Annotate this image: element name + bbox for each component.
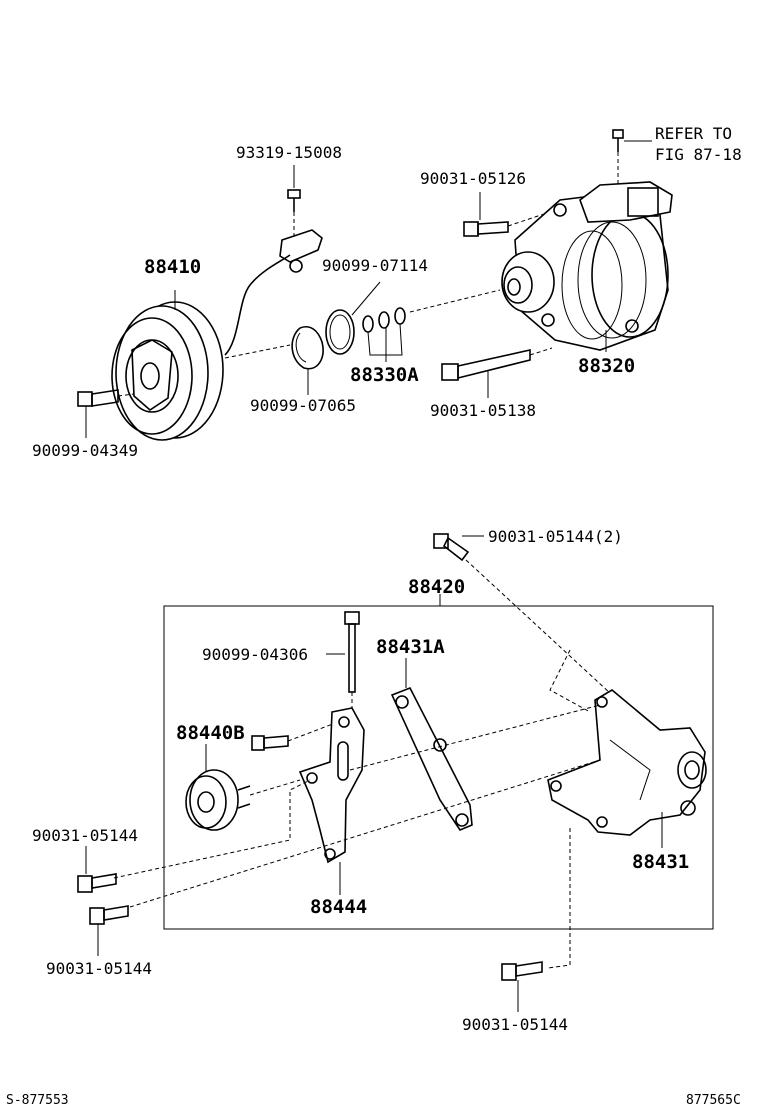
label-90031-05144-bottom: 90031-05144 — [462, 1015, 568, 1034]
bolt-93319-icon — [287, 165, 301, 212]
label-refer-to: REFER TO — [655, 124, 732, 143]
footer-left-code: S-877553 — [6, 1093, 69, 1108]
label-90099-07114: 90099-07114 — [322, 256, 428, 275]
compressor-bracket-88431-icon — [547, 689, 707, 848]
label-88410: 88410 — [144, 256, 201, 278]
bracket-assembly-frame — [163, 605, 714, 930]
label-fig-ref: FIG 87-18 — [655, 145, 742, 164]
bolt-90031-05144-left-b-icon — [89, 905, 129, 956]
label-90099-07065: 90099-07065 — [250, 396, 356, 415]
footer-right-code: 877565C — [686, 1093, 741, 1108]
label-90099-04306: 90099-04306 — [202, 645, 308, 664]
bracket-88431a-icon — [390, 658, 473, 831]
label-90031-05138: 90031-05138 — [430, 401, 536, 420]
label-88431a: 88431A — [376, 636, 445, 658]
bolt-90031-05144-left-a-icon — [77, 846, 117, 893]
label-88431: 88431 — [632, 851, 689, 873]
label-93319-15008: 93319-15008 — [236, 143, 342, 162]
bolt-90099-04349-icon — [77, 389, 119, 438]
label-90099-04349: 90099-04349 — [32, 441, 138, 460]
label-90031-05144-2: 90031-05144(2) — [488, 527, 623, 546]
snap-ring-large-icon — [325, 281, 381, 355]
label-90031-05144-left-b: 90031-05144 — [46, 959, 152, 978]
bolt-90031-05144-pair-icon — [433, 533, 484, 562]
label-88330a: 88330A — [350, 364, 419, 386]
label-88420: 88420 — [408, 576, 465, 598]
idler-pulley-icon — [185, 744, 251, 831]
snap-ring-small-icon — [291, 326, 324, 395]
label-90031-05126: 90031-05126 — [420, 169, 526, 188]
adjusting-bracket-88444-icon — [298, 707, 365, 895]
compressor-icon — [501, 181, 673, 352]
label-90031-05144-left-a: 90031-05144 — [32, 826, 138, 845]
bolt-88440b-side-icon — [251, 735, 289, 751]
bolt-90031-05126-icon — [463, 192, 509, 237]
bolt-90099-04306-icon — [326, 611, 360, 693]
label-88444: 88444 — [310, 896, 367, 918]
refer-bolt-icon — [612, 129, 652, 152]
clutch-lead-wire-icon — [224, 229, 323, 356]
label-88320: 88320 — [578, 355, 635, 377]
bolt-90031-05138-icon — [441, 349, 531, 398]
magnetic-clutch-icon — [111, 290, 224, 441]
label-88440b: 88440B — [176, 722, 245, 744]
shim-set-icon — [362, 307, 406, 362]
bolt-90031-05144-bottom-icon — [501, 961, 543, 1012]
